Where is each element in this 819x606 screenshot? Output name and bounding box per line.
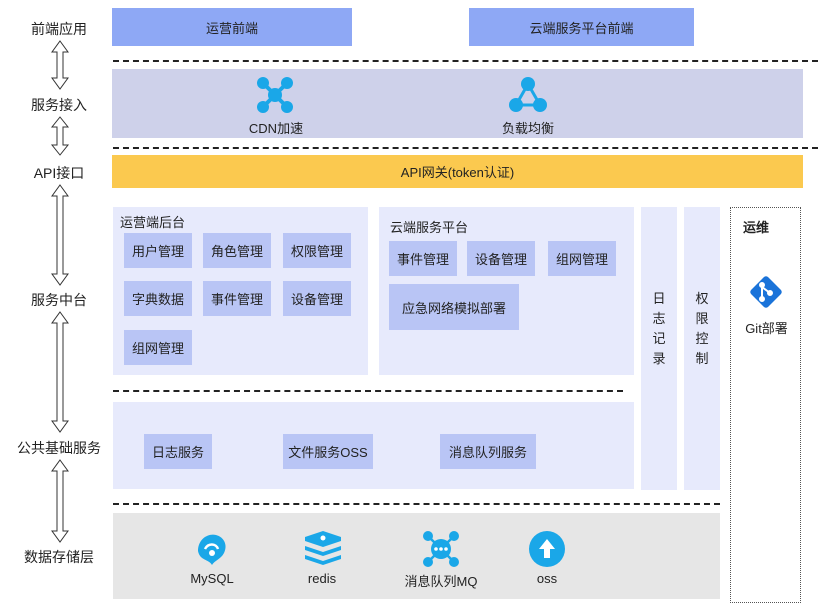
mysql-icon [198,534,226,565]
oss-label: oss [536,571,558,586]
mysql-label: MySQL [190,571,234,586]
api-gateway-bar: API网关(token认证) [112,155,803,188]
log-record-label: 日志记录 [652,291,666,366]
access-panel: CDN加速 负载均衡 [112,69,803,138]
ops-item-event-mgmt: 事件管理 [203,281,271,316]
devops-title: 运维 [743,220,770,235]
cloud-item-emergency-deploy: 应急网络模拟部署 [389,284,519,330]
double-arrow-icon [51,40,69,90]
redis-icon [305,531,341,565]
message-queue-label: 消息队列MQ [404,574,478,589]
devops-panel: 运维 Git部署 [730,207,801,603]
layer-divider [113,390,623,392]
redis-label: redis [307,571,337,586]
ops-item-network-mgmt: 组网管理 [124,330,192,365]
cdn-icon [257,77,293,113]
ops-item-device-mgmt: 设备管理 [283,281,351,316]
permission-control-panel: 权限控制 [684,207,720,490]
double-arrow-icon [51,184,69,286]
git-deploy-label: Git部署 [745,321,788,336]
layer-label-frontend: 前端应用 [31,21,87,37]
cloud-frontend-box: 云端服务平台前端 [469,8,694,46]
ops-item-permission-mgmt: 权限管理 [283,233,351,268]
double-arrow-icon [51,459,69,543]
oss-icon [529,531,565,567]
layer-label-middle: 服务中台 [31,292,87,308]
load-balancer-label: 负载均衡 [501,121,554,136]
permission-control-label: 权限控制 [695,291,709,366]
ops-item-dictionary: 字典数据 [124,281,192,316]
layer-divider [113,60,818,62]
double-arrow-icon [50,116,70,156]
cloud-item-network-mgmt: 组网管理 [548,241,616,276]
ops-frontend-box: 运营前端 [112,8,352,46]
cdn-label: CDN加速 [248,121,304,136]
layer-label-access: 服务接入 [31,97,87,113]
layer-divider [113,147,818,149]
ops-item-user-mgmt: 用户管理 [124,233,192,268]
layer-divider [113,503,720,505]
cloud-item-event-mgmt: 事件管理 [389,241,457,276]
layer-label-storage: 数据存储层 [24,549,94,565]
cloud-platform-title: 云端服务平台 [390,220,469,235]
layer-label-common: 公共基础服务 [17,440,101,456]
ops-item-role-mgmt: 角色管理 [203,233,271,268]
storage-panel: MySQL redis 消息队列MQ oss [113,513,720,599]
log-record-panel: 日志记录 [641,207,677,490]
ops-backend-title: 运营端后台 [120,215,186,230]
layer-label-api: API接口 [33,165,85,181]
cloud-item-device-mgmt: 设备管理 [467,241,535,276]
git-icon [750,276,782,308]
load-balancer-icon [509,77,547,112]
file-service-box: 文件服务OSS [283,434,373,469]
double-arrow-icon [51,311,69,433]
message-queue-icon [423,531,459,567]
log-service-box: 日志服务 [144,434,212,469]
mq-service-box: 消息队列服务 [440,434,536,469]
